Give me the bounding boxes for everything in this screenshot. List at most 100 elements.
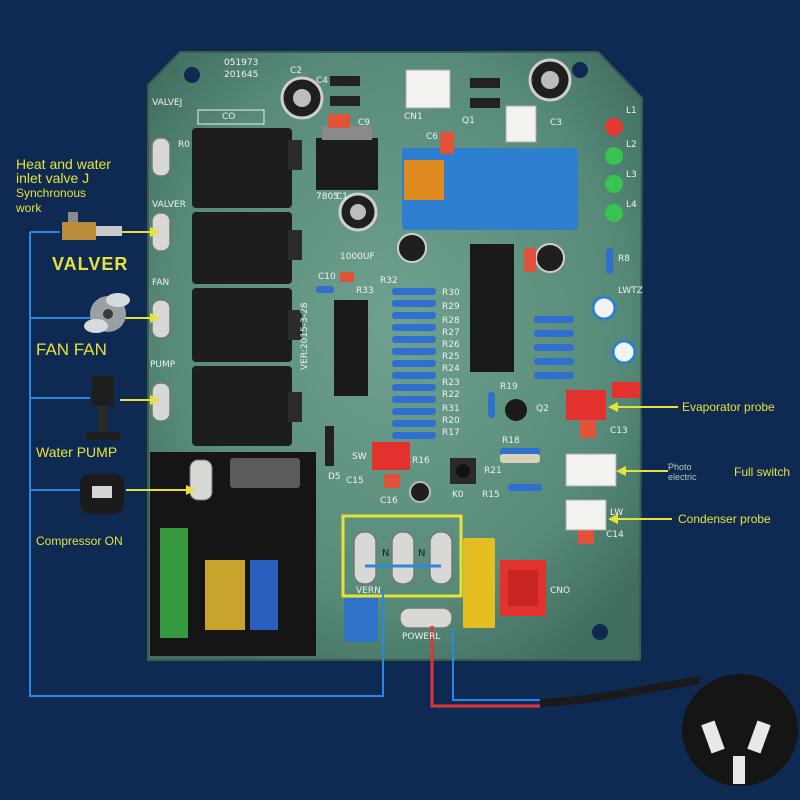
label-r27: R27	[442, 328, 460, 338]
label-c2: C2	[290, 66, 303, 76]
label-c3: C3	[550, 118, 563, 128]
arrows	[120, 227, 678, 524]
power-plug-icon	[539, 674, 798, 786]
annotation-valver: VALVER	[52, 254, 129, 274]
label-c10: C10	[318, 272, 336, 282]
annotation-sync-1: Synchronous	[16, 186, 87, 200]
label-c14: C14	[606, 530, 624, 540]
label-r20: R20	[442, 416, 460, 426]
label-q2: Q2	[536, 404, 549, 414]
transformer	[402, 148, 578, 230]
label-r21: R21	[484, 466, 502, 476]
label-r25: R25	[442, 352, 460, 362]
annotation-pump: Water PUMP	[36, 444, 118, 460]
label-r16: R16	[412, 456, 430, 466]
label-c13: C13	[610, 426, 628, 436]
label-fan: FAN	[152, 278, 170, 288]
label-l4: L4	[626, 200, 637, 210]
terminal-n1	[353, 531, 377, 585]
label-co: CO	[222, 112, 236, 122]
annotation-heat-2: inlet valve J	[16, 170, 90, 186]
relay-3	[192, 288, 292, 362]
label-l1: L1	[626, 106, 637, 116]
ic-right	[470, 244, 514, 372]
label-r29: R29	[442, 302, 460, 312]
terminal-n3	[429, 531, 453, 585]
label-1000uf: 1000UF	[340, 252, 375, 262]
annotation-photo-1: Photo	[668, 462, 692, 472]
label-r18: R18	[502, 436, 520, 446]
label-d5: D5	[328, 472, 341, 482]
annotation-heat-1: Heat and water	[16, 156, 111, 172]
terminal-valvej	[151, 137, 171, 177]
label-r19: R19	[500, 382, 518, 392]
annotation-photo-2: electric	[668, 472, 697, 482]
annotation-sync-2: work	[16, 201, 42, 215]
connector-full-switch	[565, 453, 617, 487]
mount-hole-tl	[184, 67, 200, 83]
label-c9: C9	[358, 118, 371, 128]
regulator-label: 7805	[316, 192, 339, 202]
ic-left	[334, 300, 368, 396]
label-lwtz: LWTZ	[618, 286, 643, 296]
annotation-full-switch: Full switch	[734, 465, 791, 479]
relay-2	[192, 212, 292, 284]
label-power: POWERL	[402, 632, 441, 642]
label-r17: R17	[442, 428, 460, 438]
label-r32: R32	[380, 276, 398, 286]
wiring-blue	[29, 231, 540, 701]
label-r24: R24	[442, 364, 460, 374]
label-sw: SW	[352, 452, 367, 462]
annotation-fan: FAN FAN	[36, 340, 107, 359]
label-cno: CNO	[550, 586, 571, 596]
relay-4	[192, 366, 292, 446]
trimpot-2	[611, 339, 637, 365]
annotation-compressor: Compressor ON	[36, 534, 123, 548]
label-cn1: CN1	[404, 112, 423, 122]
resistor-array	[316, 248, 613, 491]
mount-hole-tr	[572, 62, 588, 78]
connector-evaporator	[566, 390, 606, 420]
label-r31: R31	[442, 404, 460, 414]
connector-lw	[565, 499, 607, 531]
annotation-condenser: Condenser probe	[678, 512, 771, 526]
led-l1	[605, 118, 623, 136]
connector-sw	[372, 442, 410, 470]
mount-hole-br	[592, 624, 608, 640]
annotation-evaporator: Evaporator probe	[682, 400, 775, 414]
valve-icon	[62, 212, 122, 240]
wiring-red	[430, 626, 540, 708]
led-l4	[605, 204, 623, 222]
label-r28: R28	[442, 316, 460, 326]
trimpot-1	[591, 295, 617, 321]
serial-2: 201645	[224, 70, 259, 80]
label-c6: C6	[426, 132, 439, 142]
transistor-q2	[505, 399, 527, 421]
label-valvej: VALVEJ	[152, 98, 183, 108]
label-r33: R33	[356, 286, 374, 296]
label-k0: K0	[452, 490, 464, 500]
label-r15: R15	[482, 490, 500, 500]
label-pump: PUMP	[150, 360, 176, 370]
compressor-icon	[80, 474, 124, 514]
label-r22: R22	[442, 390, 460, 400]
pump-icon	[86, 376, 120, 440]
label-c1: C1	[336, 192, 349, 202]
label-c4: C4	[316, 76, 329, 86]
label-q1: Q1	[462, 116, 475, 126]
highlight-box-n-terminals	[341, 514, 463, 598]
version-text: VER:2015-3-28	[300, 302, 310, 370]
label-lw: LW	[610, 508, 624, 518]
label-n2: N	[418, 548, 426, 559]
label-c16: C16	[380, 496, 398, 506]
terminal-power	[399, 607, 453, 629]
label-l2: L2	[626, 140, 637, 150]
label-valver: VALVER	[152, 200, 186, 210]
label-c15: C15	[346, 476, 364, 486]
label-n1: N	[382, 548, 390, 559]
led-l3	[605, 175, 623, 193]
regulator-7805	[316, 138, 378, 190]
serial-1: 051973	[224, 58, 259, 68]
led-l2	[605, 147, 623, 165]
label-r23: R23	[442, 378, 460, 388]
